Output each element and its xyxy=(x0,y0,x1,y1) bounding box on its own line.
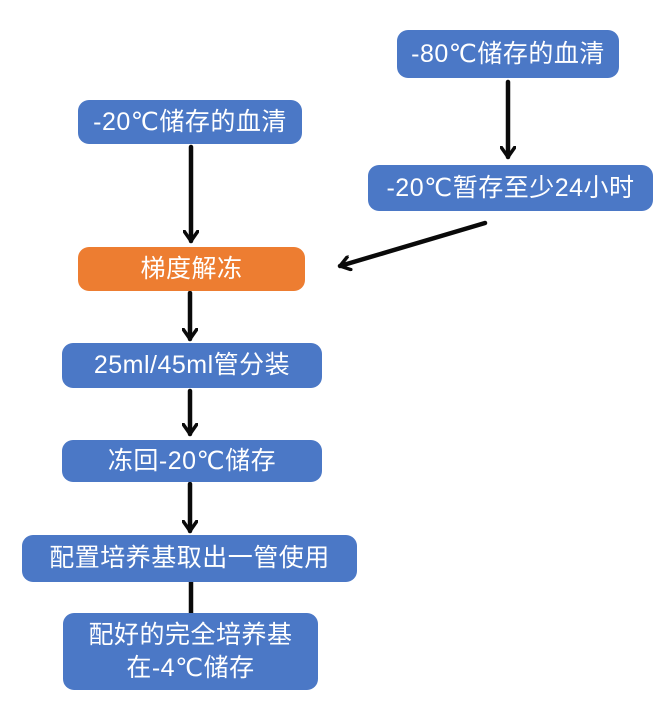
node-gradient-thaw: 梯度解冻 xyxy=(78,247,305,291)
node-aliquot: 25ml/45ml管分装 xyxy=(62,343,322,388)
node-serum-minus20: -20℃储存的血清 xyxy=(78,100,302,144)
node-store-medium: 配好的完全培养基 在-4℃储存 xyxy=(63,613,318,690)
node-store-medium-line2: 在-4℃储存 xyxy=(126,653,255,682)
node-store-medium-line1: 配好的完全培养基 xyxy=(88,620,293,649)
arrow-temp20-to-thaw xyxy=(337,220,488,266)
node-temp-minus20: -20℃暂存至少24小时 xyxy=(368,165,653,211)
node-serum-minus80: -80℃储存的血清 xyxy=(397,30,619,78)
node-prepare-medium: 配置培养基取出一管使用 xyxy=(22,535,357,582)
node-freeze-back: 冻回-20℃储存 xyxy=(62,440,322,482)
